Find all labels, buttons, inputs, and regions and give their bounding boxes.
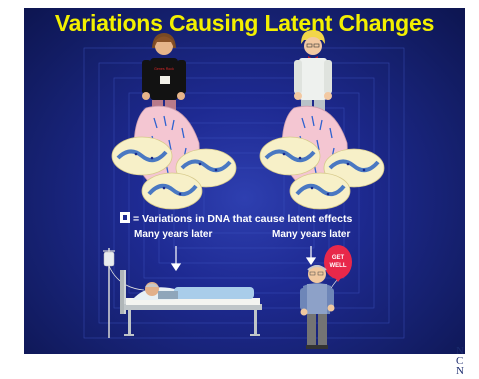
down-arrow-left-icon	[172, 246, 180, 270]
corner-logo-text: N C N	[456, 345, 464, 377]
caption-left: Many years later	[134, 229, 212, 240]
cell-cluster-left-icon	[112, 106, 236, 209]
legend: = Variations in DNA that cause latent ef…	[120, 212, 352, 225]
slide-title: Variations Causing Latent Changes	[24, 10, 465, 37]
shirt-text: Genes Rock	[154, 67, 174, 71]
corner-logo: N C N	[456, 346, 478, 376]
caption-right: Many years later	[272, 229, 350, 240]
legend-text: = Variations in DNA that cause latent ef…	[133, 213, 352, 225]
down-arrow-right-icon	[307, 246, 315, 264]
legend-marker-icon	[120, 212, 130, 223]
svg-text:WELL: WELL	[330, 263, 347, 269]
hospital-bed-icon	[120, 270, 262, 336]
elderly-man-icon	[300, 265, 335, 349]
svg-text:GET: GET	[332, 255, 345, 261]
slide-panel: Genes Rock	[24, 8, 465, 354]
cell-cluster-right-icon	[260, 106, 384, 209]
illustration-layer: Genes Rock	[24, 8, 465, 354]
